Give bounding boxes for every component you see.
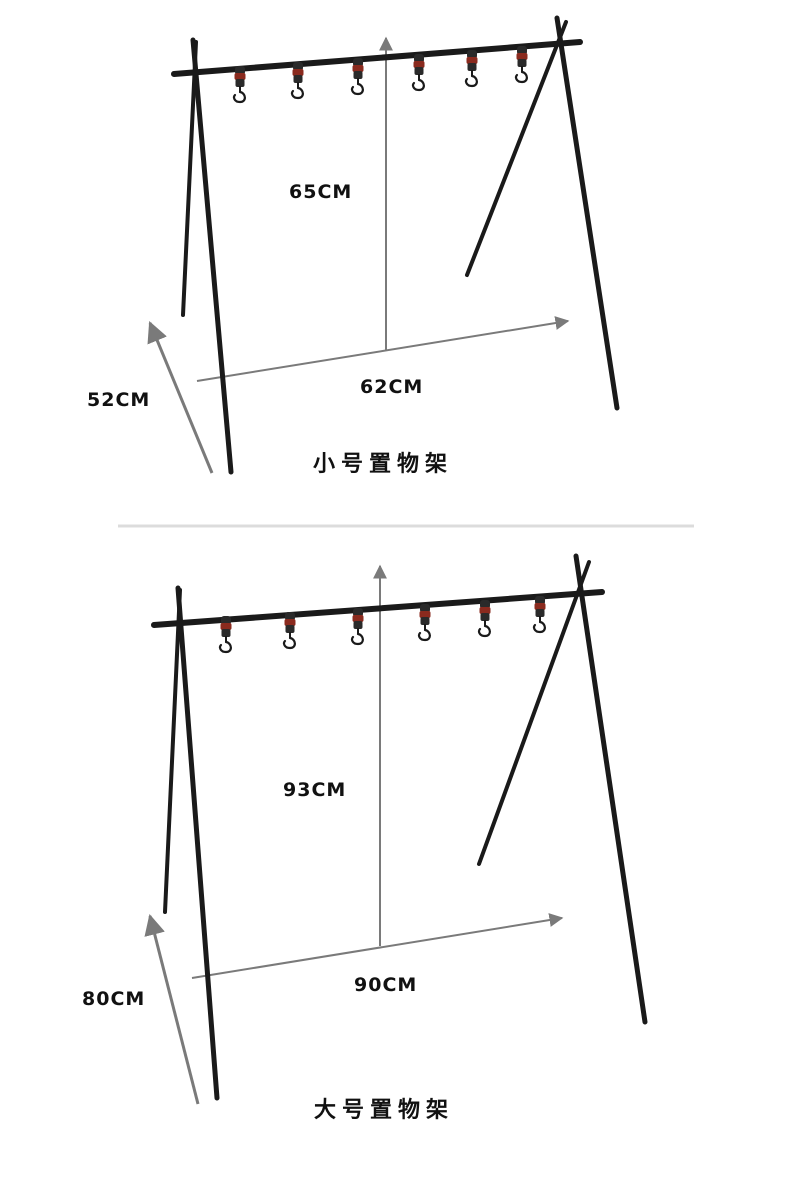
large-hooks bbox=[218, 594, 547, 654]
large-rack: 93CM 90CM 80CM 大号置物架 bbox=[82, 553, 648, 1123]
small-depth-arrow bbox=[147, 321, 214, 474]
hook-icon bbox=[218, 614, 233, 654]
large-depth-arrow bbox=[144, 913, 200, 1105]
large-width-arrow bbox=[191, 913, 564, 979]
large-rack-frame bbox=[151, 553, 648, 1101]
hook-icon bbox=[411, 52, 426, 92]
hook-icon bbox=[532, 594, 547, 634]
hook-icon bbox=[417, 602, 432, 642]
hook-icon bbox=[350, 56, 365, 96]
large-height-label: 93CM bbox=[283, 779, 346, 801]
hook-icon bbox=[290, 60, 305, 100]
large-depth-label: 80CM bbox=[82, 988, 145, 1010]
small-rack: 65CM 62CM 52CM 小号置物架 bbox=[87, 15, 620, 477]
small-rack-caption: 小号置物架 bbox=[313, 451, 453, 477]
small-height-label: 65CM bbox=[289, 181, 352, 203]
hook-icon bbox=[464, 48, 479, 88]
large-rack-caption: 大号置物架 bbox=[314, 1097, 454, 1123]
hook-icon bbox=[514, 44, 529, 84]
hook-icon bbox=[232, 64, 247, 104]
small-depth-label: 52CM bbox=[87, 389, 150, 411]
hook-icon bbox=[282, 610, 297, 650]
small-hooks bbox=[232, 44, 529, 104]
small-width-arrow bbox=[196, 316, 570, 382]
hook-icon bbox=[477, 598, 492, 638]
hook-icon bbox=[350, 606, 365, 646]
small-width-label: 62CM bbox=[360, 376, 423, 398]
large-width-label: 90CM bbox=[354, 974, 417, 996]
